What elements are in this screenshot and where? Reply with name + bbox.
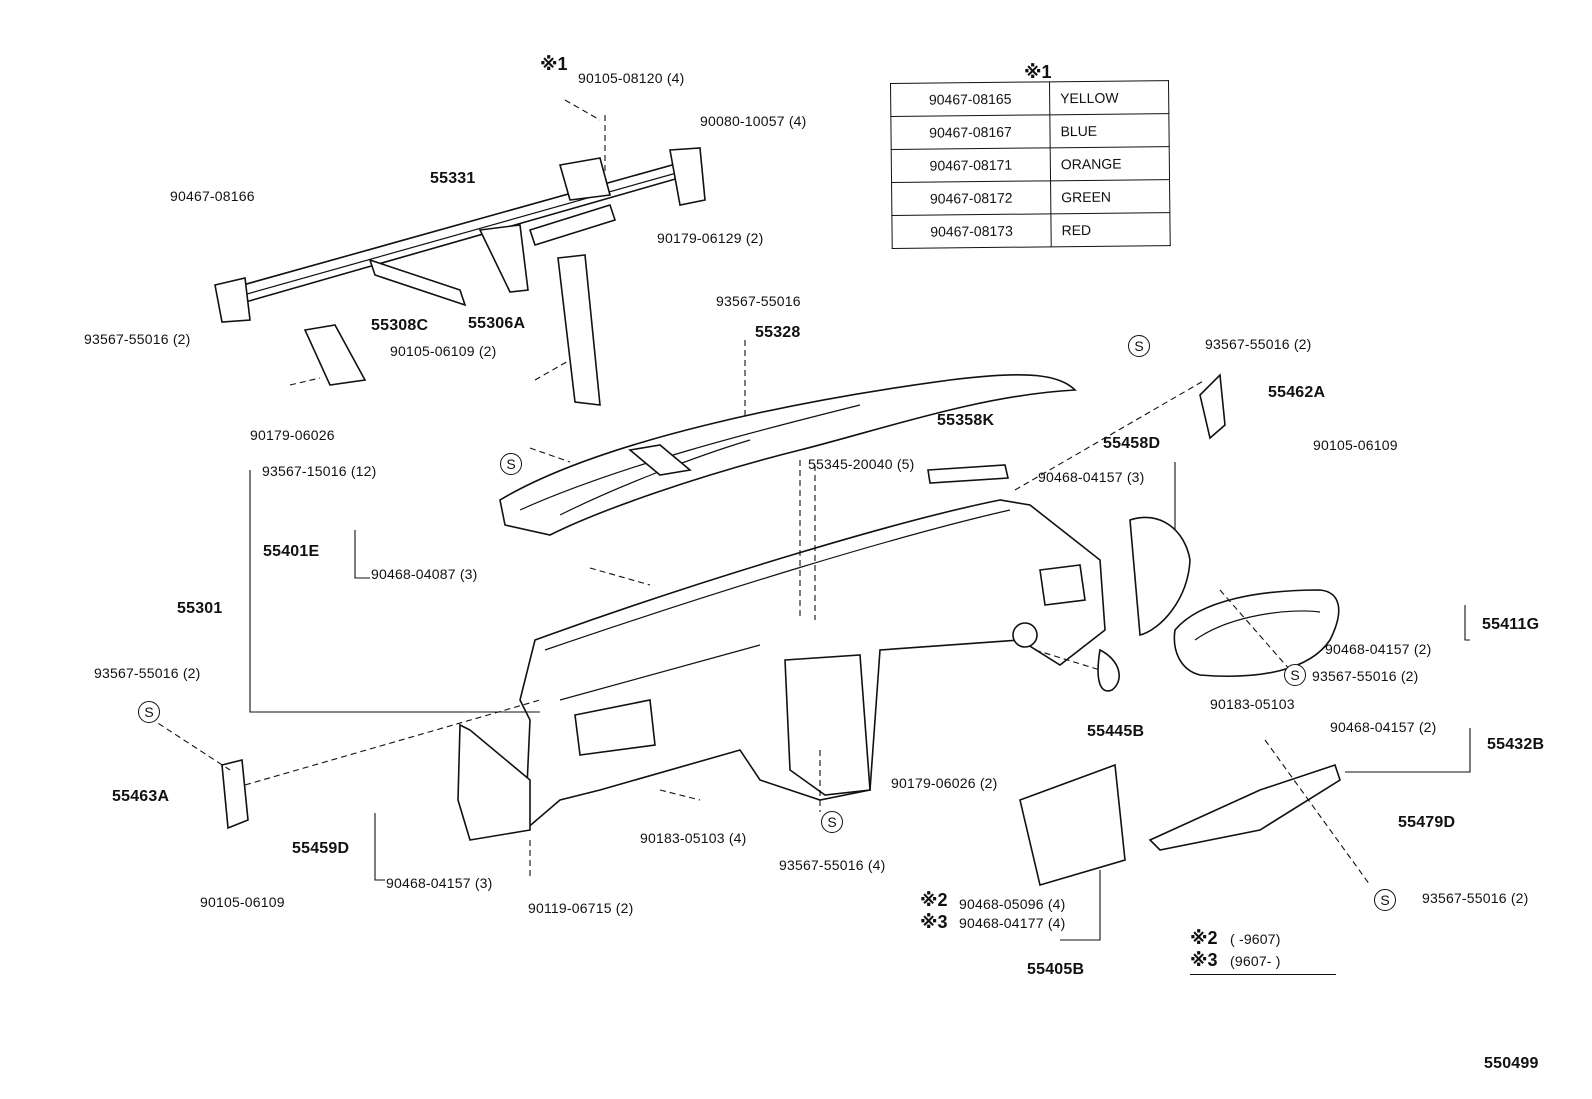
part-label: 93567-55016	[716, 293, 801, 309]
part-label: 90468-04087 (3)	[371, 566, 478, 582]
instrument-panel-drawing	[519, 499, 1120, 832]
s-marker: S	[500, 453, 522, 475]
part-label: 55358K	[937, 412, 995, 429]
part-label: 90080-10057 (4)	[700, 113, 807, 129]
part-label: 55479D	[1398, 814, 1456, 831]
part-label: 55405B	[1027, 961, 1085, 978]
part-label: 90183-05103 (4)	[640, 830, 747, 846]
part-label: 55331	[430, 170, 476, 187]
note-symbol-2: ※2	[920, 890, 948, 910]
note-row-2: ※2 ( -9607)	[1190, 928, 1336, 950]
part-label: 55463A	[112, 788, 170, 805]
note-symbol-3: ※3	[920, 912, 948, 932]
s-marker: S	[1284, 664, 1306, 686]
legend-code: 90467-08173	[891, 213, 1052, 249]
part-label: 90468-04157 (3)	[386, 875, 493, 891]
part-label: 90468-04157 (3)	[1038, 469, 1145, 485]
part-label: 90105-06109 (2)	[390, 343, 497, 359]
part-label: 93567-55016 (2)	[84, 331, 191, 347]
legend-color: BLUE	[1049, 113, 1170, 148]
part-label: 55458D	[1103, 435, 1161, 452]
part-label: 93567-55016 (2)	[1312, 668, 1419, 684]
part-label: 55411G	[1482, 616, 1540, 633]
legend-code: 90467-08171	[891, 147, 1051, 183]
note-symbol-1: ※1	[540, 54, 568, 74]
notes-block: ※2 ( -9607) ※3 (9607- )	[1190, 928, 1336, 975]
s-marker: S	[821, 811, 843, 833]
note-symbol: ※2	[1190, 928, 1218, 948]
legend-color: ORANGE	[1050, 146, 1170, 181]
part-label: 55301	[177, 600, 223, 617]
legend-symbol: ※1	[1024, 62, 1052, 82]
legend-code: 90467-08167	[890, 114, 1051, 150]
bracket-55462A	[1199, 373, 1226, 440]
part-label: 90179-06026 (2)	[891, 775, 998, 791]
part-label: 90105-06109	[200, 894, 285, 910]
cluster-panel-55411G	[1173, 589, 1340, 678]
part-label: 55345-20040 (5)	[808, 456, 915, 472]
legend-color: GREEN	[1050, 179, 1170, 214]
part-label: 90179-06129 (2)	[657, 230, 764, 246]
part-label: 55306A	[468, 315, 526, 332]
figure-number: 550499	[1484, 1055, 1539, 1072]
note-text: (9607- )	[1230, 953, 1281, 969]
side-panel-55459D	[457, 723, 531, 841]
part-label: 55401E	[263, 543, 320, 560]
part-label: 93567-55016 (2)	[1422, 890, 1529, 906]
part-label: 55328	[755, 324, 801, 341]
lower-panel-55432B	[1148, 763, 1341, 851]
part-label: 90468-05096 (4)	[959, 896, 1066, 912]
part-label: 93567-15016 (12)	[262, 463, 377, 479]
center-cluster-55405B	[1019, 763, 1126, 887]
legend-code: 90467-08172	[891, 180, 1051, 216]
part-label: 90468-04177 (4)	[959, 915, 1066, 931]
note-symbol: ※3	[1190, 950, 1218, 970]
legend-code: 90467-08165	[890, 81, 1050, 117]
bracket-55463A	[221, 758, 249, 830]
part-label: 93567-55016 (4)	[779, 857, 886, 873]
part-label: 55459D	[292, 840, 350, 857]
part-label: 90183-05103	[1210, 696, 1295, 712]
part-label: 90468-04157 (2)	[1330, 719, 1437, 735]
duct-55358K	[927, 464, 1009, 484]
part-label: 55308C	[371, 317, 429, 334]
part-label: 90119-06715 (2)	[528, 900, 634, 916]
part-label: 55432B	[1487, 736, 1545, 753]
part-label: 90468-04157 (2)	[1325, 641, 1432, 657]
note-text: ( -9607)	[1230, 931, 1281, 947]
upper-pad-drawing	[499, 374, 1077, 536]
part-label: 93567-55016 (2)	[1205, 336, 1312, 352]
s-marker: S	[138, 701, 160, 723]
note-row-3: ※3 (9607- )	[1190, 950, 1336, 974]
part-label: 55445B	[1087, 723, 1145, 740]
s-marker: S	[1128, 335, 1150, 357]
legend-color: RED	[1050, 212, 1171, 247]
part-label: 90105-08120 (4)	[578, 70, 685, 86]
part-label: 90467-08166	[170, 188, 255, 204]
s-marker: S	[1374, 889, 1396, 911]
legend-color: YELLOW	[1049, 80, 1169, 115]
part-label: 93567-55016 (2)	[94, 665, 201, 681]
part-label: 55462A	[1268, 384, 1326, 401]
reinforcement-beam-drawing	[214, 147, 706, 406]
meter-hood-55458D	[1129, 516, 1191, 637]
part-label: 90105-06109	[1313, 437, 1398, 453]
part-label: 90179-06026	[250, 427, 335, 443]
